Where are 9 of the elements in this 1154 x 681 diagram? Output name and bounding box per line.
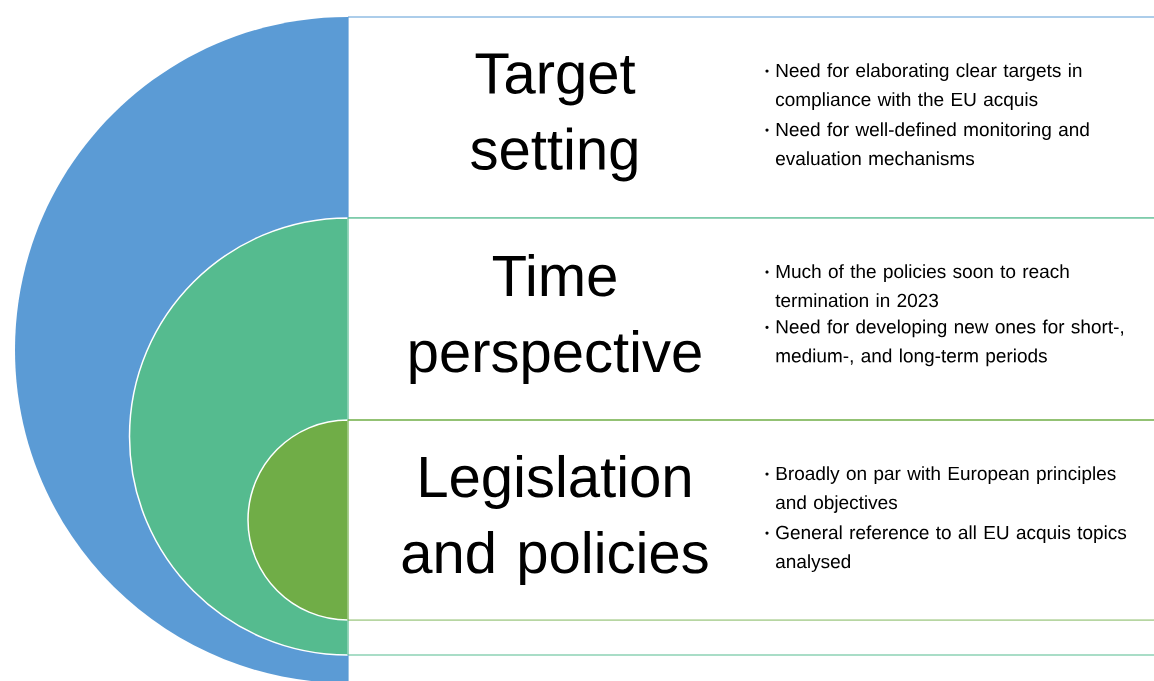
heading: Legislation and policies [402,454,708,585]
bullet-text: Broadly on par with European principles and objectives [776,466,1116,513]
bullet-text: Much of the policies soon to reach termination in 2023 [775,264,1069,308]
bullet-text: Need for developing new ones for short-, medium-, and long-term periods [776,319,1123,367]
bullet-text: Need for elaborating clear targets in compliance with the EU acquis [776,63,1082,110]
heading: Time perspective [410,253,701,384]
bullet-text: Need for well-defined monitoring and evaluation mechanisms [776,122,1089,166]
bullet-text: General reference to all EU acquis topics analysed [776,525,1127,572]
heading: Target setting [471,53,637,182]
